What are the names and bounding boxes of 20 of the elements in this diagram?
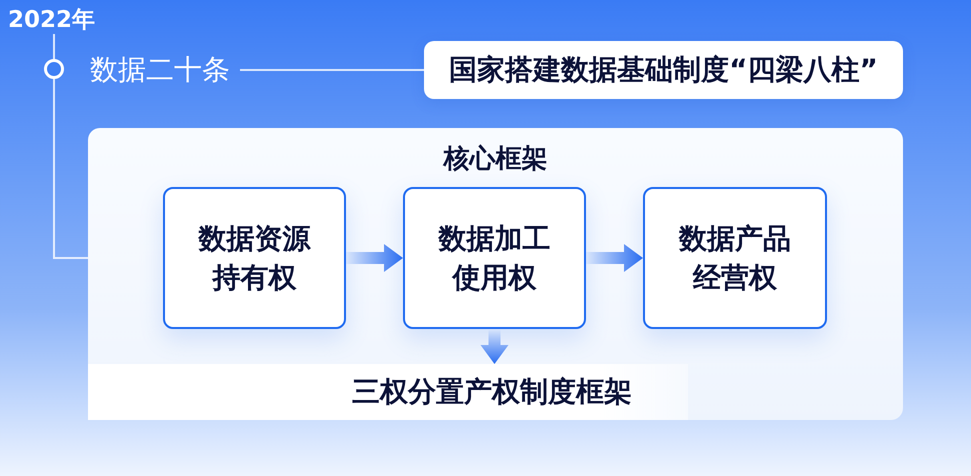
year-label: 2022年 bbox=[8, 6, 104, 34]
flow-arrow bbox=[586, 244, 643, 272]
process-label: 数据加工使用权 bbox=[437, 220, 552, 296]
result-band bbox=[88, 364, 688, 420]
process-label: 数据资源持有权 bbox=[197, 220, 312, 296]
title-card bbox=[424, 41, 903, 99]
flow-arrow bbox=[346, 244, 403, 272]
event-label: 数据二十条 bbox=[90, 51, 240, 89]
connector-line bbox=[53, 79, 88, 259]
process-label: 数据产品经营权 bbox=[678, 220, 792, 296]
panel-heading: 核心框架 bbox=[444, 146, 548, 172]
connector-line bbox=[240, 69, 424, 71]
process-card bbox=[643, 187, 827, 329]
process-card bbox=[403, 187, 586, 329]
process-card bbox=[163, 187, 346, 329]
title-text: 国家搭建数据基础制度“四梁八柱” bbox=[449, 56, 878, 84]
result-label: 三权分置产权制度框架 bbox=[352, 378, 632, 406]
framework-panel bbox=[88, 128, 903, 420]
flow-arrow bbox=[480, 329, 508, 364]
connector-line bbox=[53, 34, 55, 59]
